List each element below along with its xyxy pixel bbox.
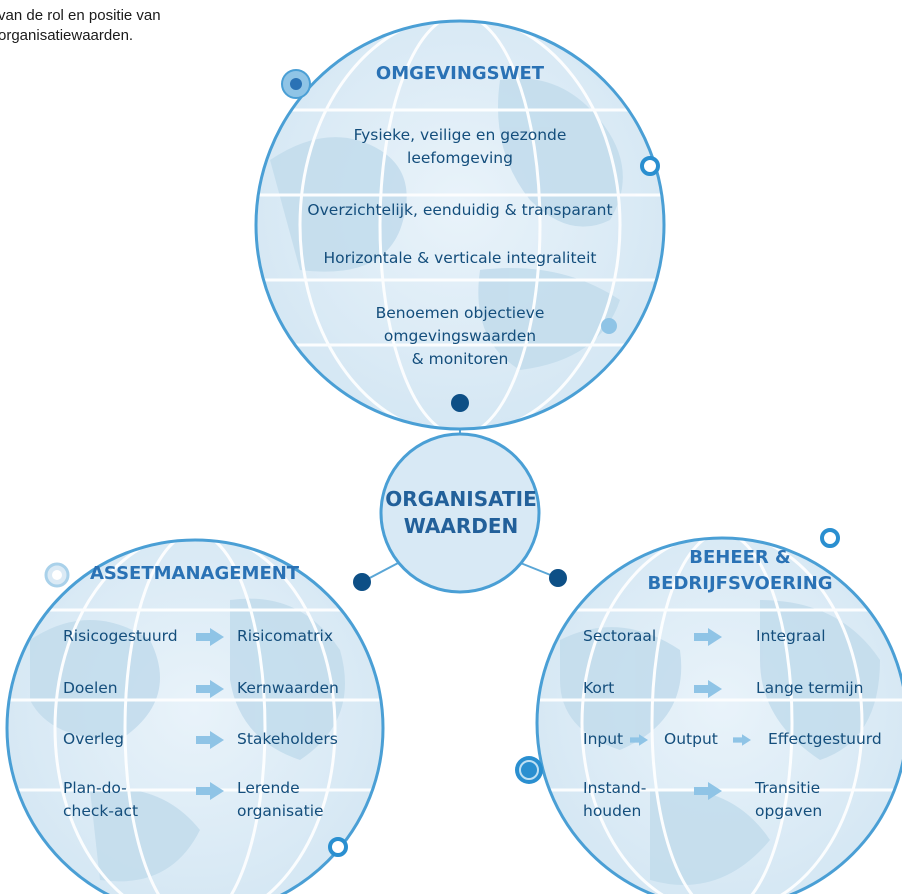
top-item-1: Fysieke, veilige en gezonde leefomgeving [260,124,660,170]
globe-left [5,538,385,894]
right-row-4-to-line-2: opgaven [755,802,823,820]
orbit-dot-left-top [44,562,70,588]
caption-line-1: van de rol en positie van [0,7,161,24]
caption: van de rol en positie van organisatiewaa… [0,0,298,46]
left-row-3-from: Overleg [63,728,124,751]
right-row-4-to: Transitie opgaven [755,777,822,823]
left-row-3-to-line-1: Stakeholders [237,730,338,748]
center-circle [379,432,541,594]
orbit-dot-right-left [515,756,543,784]
left-row-4-from-line-2: check-act [63,802,139,820]
orbit-dot-top-right [640,156,660,176]
right-row-3-from-line-1: Input [583,730,624,748]
right-row-3-to: Effectgestuurd [768,728,882,751]
top-item-2: Overzichtelijk, eenduidig & transparant [260,199,660,222]
top-item-3: Horizontale & verticale integraliteit [260,247,660,270]
right-arrow-icon-3b [733,734,751,746]
left-arrow-icon-2 [196,680,224,698]
left-row-1-to-line-1: Risicomatrix [237,627,333,645]
left-row-4-from-line-1: Plan-do- [63,779,127,797]
left-arrow-icon-4 [196,782,224,800]
top-item-1-line-2: leefomgeving [407,149,513,167]
left-row-4-to-line-1: Lerende [237,779,300,797]
globe-top [254,19,666,431]
left-row-1-to: Risicomatrix [237,625,333,648]
right-arrow-icon-3a [630,734,648,746]
left-row-2-from: Doelen [63,677,118,700]
right-row-2-from: Kort [583,677,614,700]
right-arrow-icon-4 [694,782,722,800]
orbit-dot-top-small [601,318,617,334]
left-row-1-from: Risicogestuurd [63,625,178,648]
node-top [451,394,469,412]
center-label: ORGANISATIE WAARDEN [381,486,541,540]
right-row-4-to-line-1: Transitie [755,779,821,797]
right-row-4-from: Instand- houden [583,777,646,823]
caption-line-2: organisatiewaarden. [0,27,134,44]
top-globe-title: OMGEVINGSWET [375,63,545,84]
top-item-1-line-1: Fysieke, veilige en gezonde [353,126,567,144]
top-item-4-line-3: & monitoren [411,350,509,368]
center-label-line-1: ORGANISATIE [385,487,537,511]
left-globe-title: ASSETMANAGEMENT [90,563,300,584]
left-row-2-from-line-1: Doelen [63,679,118,697]
globe-right [535,536,902,894]
top-item-4-line-1: Benoemen objectieve [375,304,545,322]
top-item-3-line-1: Horizontale & verticale integraliteit [323,249,597,267]
left-row-2-to-line-1: Kernwaarden [237,679,339,697]
left-arrow-icon-3 [196,731,224,749]
top-item-4-line-2: omgevingswaarden [383,327,537,345]
left-row-1-from-line-1: Risicogestuurd [63,627,178,645]
left-row-3-from-line-1: Overleg [63,730,124,748]
right-globe-title-line-1: BEHEER & [689,547,791,568]
right-row-1-to-line-1: Integraal [756,627,826,645]
node-left [353,573,371,591]
top-item-4: Benoemen objectieve omgevingswaarden & m… [260,302,660,371]
orbit-dot-top-left [281,69,311,99]
right-row-1-from-line-1: Sectoraal [583,627,657,645]
left-row-2-to: Kernwaarden [237,677,339,700]
right-row-4-from-line-1: Instand- [583,779,647,797]
orbit-dot-right-top [820,528,840,548]
left-row-4-to: Lerende organisatie [237,777,324,823]
right-row-4-from-line-2: houden [583,802,642,820]
right-arrow-icon-2 [694,680,722,698]
left-row-3-to: Stakeholders [237,728,338,751]
top-item-2-line-1: Overzichtelijk, eenduidig & transparant [307,201,613,219]
left-row-4-to-line-2: organisatie [237,802,324,820]
right-globe-title-line-2: BEDRIJFSVOERING [647,573,833,594]
left-arrow-icon-1 [196,628,224,646]
right-row-3-to-line-1: Effectgestuurd [768,730,882,748]
node-right [549,569,567,587]
center-label-line-2: WAARDEN [403,514,519,538]
right-arrow-icon-1 [694,628,722,646]
right-row-2-to: Lange termijn [756,677,864,700]
orbit-dot-left-bottom [328,837,348,857]
right-row-1-from: Sectoraal [583,625,656,648]
right-row-2-from-line-1: Kort [583,679,615,697]
right-row-1-to: Integraal [756,625,826,648]
right-globe-title: BEHEER & BEDRIJFSVOERING [620,545,860,597]
left-row-4-from: Plan-do- check-act [63,777,138,823]
right-row-2-to-line-1: Lange termijn [756,679,864,697]
right-row-3-from: Input [583,728,623,751]
right-row-3-middle: Output [664,730,718,748]
